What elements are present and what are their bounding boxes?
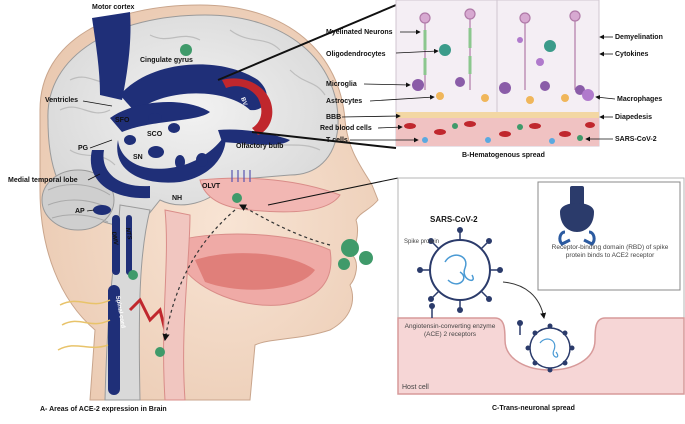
- panel-c-title: SARS-CoV-2: [430, 215, 478, 224]
- virus-particles-a: [128, 44, 373, 357]
- zoom-line-nasal: [267, 177, 399, 206]
- peripheral-vessel: [128, 297, 167, 331]
- vagus-nerve-fibers: [57, 299, 111, 351]
- rbd-receptor-illustration: [558, 186, 596, 246]
- caption-panel-a: A- Areas of ACE-2 expression in Brain: [40, 406, 167, 413]
- label-cytokines: Cytokines: [615, 51, 649, 58]
- label-sars-cov-2: SARS-CoV-2: [615, 136, 657, 143]
- caption-panel-c: C-Trans-neuronal spread: [492, 405, 575, 412]
- panel-b-image: [395, 0, 600, 147]
- label-dmv: DMV: [110, 231, 118, 246]
- virus-particle-internalized: [525, 323, 575, 373]
- blood-vessel-bv: [222, 78, 273, 135]
- astrocytes: [436, 92, 569, 104]
- viral-entry-path: [238, 204, 331, 246]
- label-astrocytes: Astrocytes: [326, 98, 362, 105]
- label-macrophages: Macrophages: [617, 96, 662, 103]
- throat: [163, 209, 191, 401]
- label-motor-cortex: Motor cortex: [92, 4, 135, 11]
- label-sfo: SFO: [115, 117, 130, 124]
- label-olfactory-bulb: Olfactory bulb: [236, 143, 283, 150]
- label-host-cell: Host cell: [402, 384, 429, 391]
- rbd-description: Receptor-binding domain (RBD) of spike p…: [551, 244, 669, 259]
- caption-panel-b: B-Hematogenous spread: [462, 152, 545, 159]
- label-t-cells: T cells: [326, 137, 348, 144]
- label-diapedesis: Diapedesis: [615, 114, 652, 121]
- label-myelinated-neurons: Myelinated Neurons: [326, 29, 393, 36]
- nasal-cavity: [199, 177, 341, 213]
- rbd-description-box: Receptor-binding domain (RBD) of spike p…: [551, 244, 669, 259]
- ace2-description: Angiotensin-converting enzyme (ACE) 2 re…: [404, 323, 496, 338]
- label-spinal-cord: Spinal cord: [114, 295, 126, 329]
- oligodendrocytes: [439, 40, 556, 56]
- label-cingulate-gyrus: Cingulate gyrus: [140, 57, 193, 64]
- virus-particle-large: [417, 227, 503, 313]
- zoom-line-bottom: [251, 131, 397, 149]
- t-cells: [422, 137, 555, 144]
- label-pg: PG: [78, 145, 89, 152]
- zoom-line-top: [217, 4, 397, 81]
- label-demyelination: Demyelination: [615, 34, 663, 41]
- panel-c-image: [397, 177, 685, 395]
- internalization-arrow: [502, 281, 547, 319]
- ace2-regions: [90, 12, 290, 395]
- label-bbb: BBB: [326, 114, 341, 121]
- label-ap: AP: [75, 208, 85, 215]
- ace2-receptors: [431, 308, 521, 335]
- host-cell: [397, 317, 685, 395]
- ace2-description-box: Angiotensin-converting enzyme (ACE) 2 re…: [404, 323, 496, 338]
- label-medial-temporal-lobe: Medial temporal lobe: [8, 177, 78, 184]
- label-microglia: Microglia: [326, 81, 357, 88]
- panel-a-head: [39, 4, 379, 401]
- label-sn: SN: [133, 154, 143, 161]
- label-olvt: OLVT: [202, 183, 221, 190]
- panel-b-labels: Myelinated Neurons Oligodendrocytes Micr…: [320, 29, 663, 159]
- label-red-blood-cells: Red blood cells: [320, 125, 372, 132]
- label-sco: SCO: [147, 131, 163, 138]
- label-spike-protein: Spike protein: [404, 239, 439, 245]
- microglia-astrocytes: [412, 77, 585, 95]
- bbb-layer: [396, 112, 599, 118]
- label-bv: BV: [239, 97, 247, 107]
- red-blood-cells: [404, 121, 595, 137]
- tongue: [195, 253, 315, 290]
- label-oligodendrocytes: Oligodendrocytes: [326, 51, 386, 58]
- label-nh: NH: [172, 195, 182, 202]
- panel-a-labels: Motor cortex Cingulate gyrus BV Ventricl…: [8, 4, 283, 413]
- panel-c-labels: SARS-CoV-2 Spike protein Receptor-bindin…: [402, 215, 669, 412]
- label-nts: NTS: [124, 227, 132, 240]
- label-ventricles: Ventricles: [45, 97, 78, 104]
- olfactory-fibers: [231, 170, 251, 182]
